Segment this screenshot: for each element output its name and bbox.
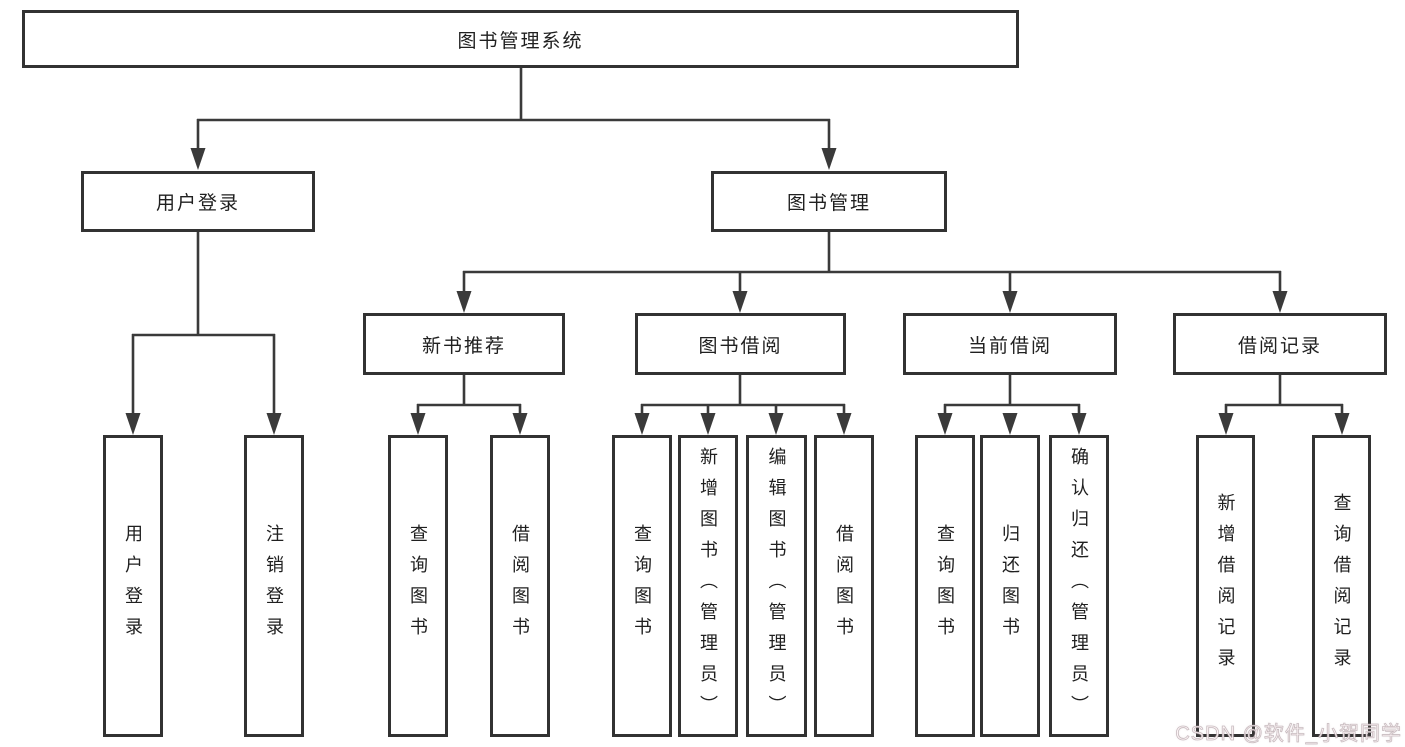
node-label: 借阅记录 <box>1237 335 1322 357</box>
leaf-user-login: 用户登录 <box>103 435 163 737</box>
node-book-management: 图书管理 <box>711 171 947 232</box>
node-user-login: 用户登录 <box>81 171 315 232</box>
leaf-borrow-books: 借阅图书 <box>814 435 874 737</box>
node-label: 确认归还（管理员） <box>1069 446 1089 726</box>
node-label: 图书管理 <box>786 193 871 214</box>
node-label: 图书借阅 <box>698 335 783 357</box>
leaf-query-books-borrowing: 查询图书 <box>612 435 672 737</box>
leaf-edit-books-admin: 编辑图书（管理员） <box>746 435 807 737</box>
node-label: 用户登录 <box>123 524 143 648</box>
node-label: 借阅图书 <box>510 524 530 648</box>
node-book-borrowing: 图书借阅 <box>635 313 846 375</box>
node-new-book-recommend: 新书推荐 <box>363 313 565 375</box>
node-label: 新增借阅记录 <box>1215 493 1236 679</box>
leaf-query-books-current: 查询图书 <box>915 435 975 737</box>
leaf-confirm-return-admin: 确认归还（管理员） <box>1049 435 1109 737</box>
leaf-query-books-recommend: 查询图书 <box>388 435 448 737</box>
node-label: 查询图书 <box>408 524 428 648</box>
node-label: 新增图书（管理员） <box>698 446 718 726</box>
leaf-add-books-admin: 新增图书（管理员） <box>678 435 738 737</box>
node-label: 编辑图书（管理员） <box>766 446 787 726</box>
node-borrow-records: 借阅记录 <box>1173 313 1387 375</box>
node-label: 注销登录 <box>264 524 284 648</box>
node-label: 查询借阅记录 <box>1331 493 1352 679</box>
leaf-query-borrow-record: 查询借阅记录 <box>1312 435 1371 737</box>
node-library-management-system: 图书管理系统 <box>22 10 1019 68</box>
node-current-borrowing: 当前借阅 <box>903 313 1117 375</box>
node-label: 查询图书 <box>632 524 652 648</box>
leaf-logout: 注销登录 <box>244 435 304 737</box>
node-label: 当前借阅 <box>967 335 1052 357</box>
node-label: 新书推荐 <box>421 335 506 357</box>
node-label: 归还图书 <box>1000 524 1020 648</box>
node-label: 借阅图书 <box>834 524 854 648</box>
node-label: 查询图书 <box>935 524 955 648</box>
leaf-add-borrow-record: 新增借阅记录 <box>1196 435 1255 737</box>
leaf-borrow-books-recommend: 借阅图书 <box>490 435 550 737</box>
leaf-return-books: 归还图书 <box>980 435 1040 737</box>
node-label: 图书管理系统 <box>457 30 584 52</box>
node-label: 用户登录 <box>155 193 240 214</box>
